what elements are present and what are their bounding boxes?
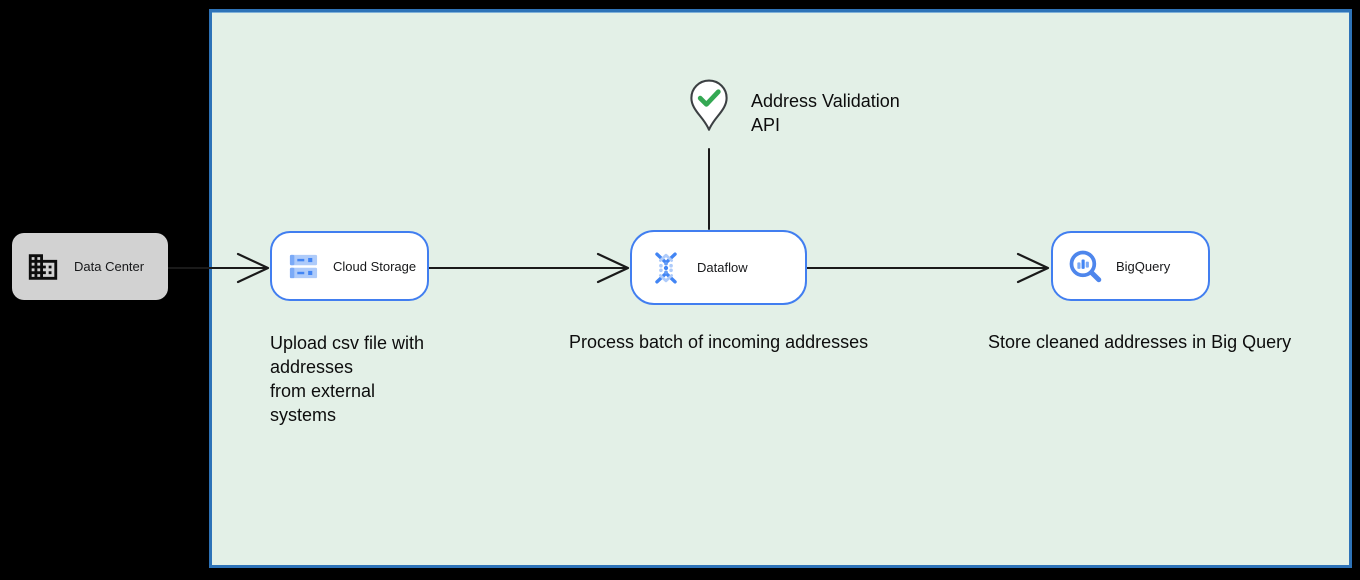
cloud-storage-icon (288, 251, 319, 282)
node-label: BigQuery (1116, 258, 1171, 274)
bigquery-magnifier-icon (1067, 248, 1103, 284)
node-dataflow: Dataflow (630, 230, 807, 305)
note-upload-csv: Upload csv file with addresses from exte… (270, 333, 425, 425)
node-label: Cloud Storage (333, 258, 417, 274)
node-bigquery: BigQuery (1051, 231, 1210, 301)
building-icon (26, 250, 60, 284)
node-data-center: Data Center (12, 233, 168, 300)
label-address-validation-api: Address Validation API (751, 91, 900, 135)
note-store-bigquery: Store cleaned addresses in Big Query (988, 332, 1292, 352)
location-pin-check-icon (688, 79, 730, 142)
node-cloud-storage: Cloud Storage (270, 231, 429, 301)
node-label: Data Center (74, 259, 145, 274)
note-process-batch: Process batch of incoming addresses (569, 332, 869, 352)
node-label: Dataflow (697, 260, 748, 275)
dataflow-icon (650, 250, 682, 286)
